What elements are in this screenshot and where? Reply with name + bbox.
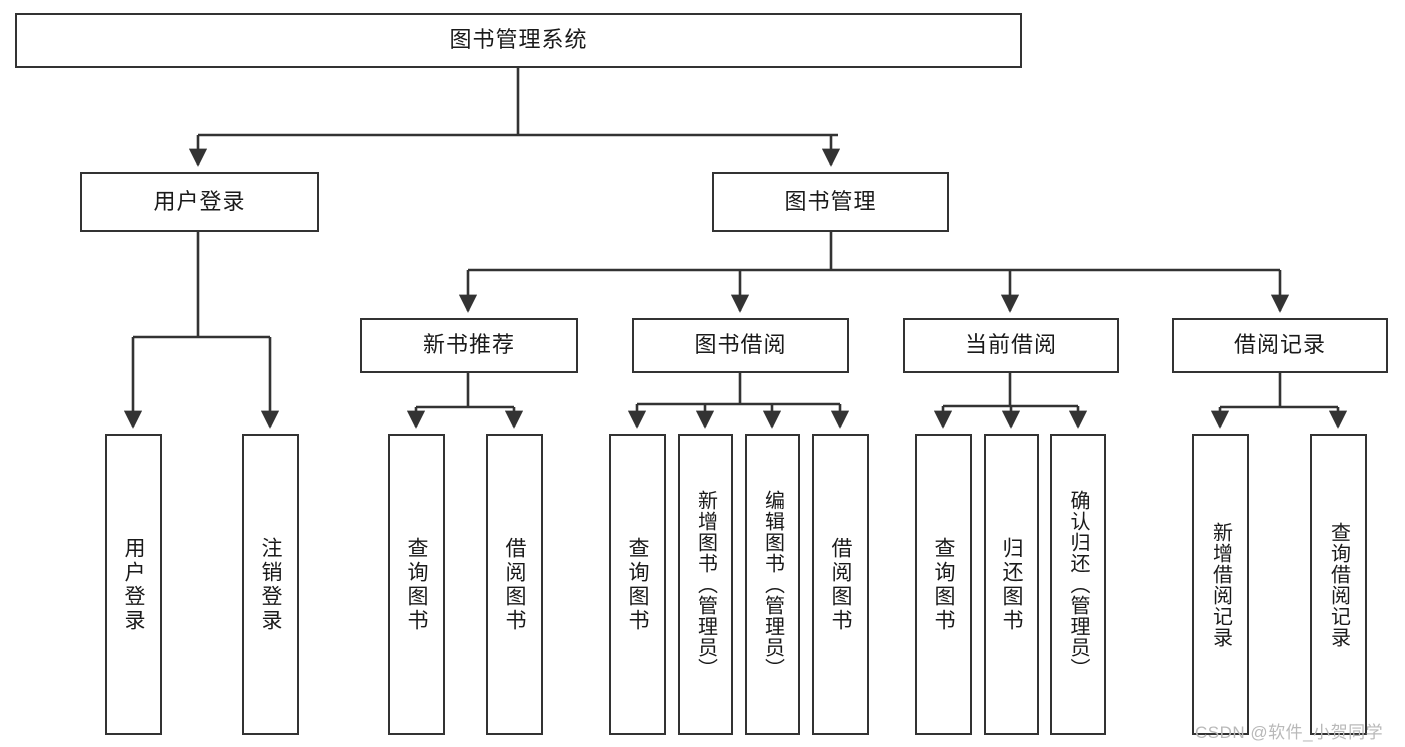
leaf-label: 查询借阅记录 bbox=[1327, 521, 1350, 648]
node-leaf-borrow-book-rec[interactable]: 借阅图书 bbox=[486, 434, 543, 735]
node-leaf-borrow-book[interactable]: 借阅图书 bbox=[812, 434, 869, 735]
leaf-label: 查询图书 bbox=[932, 536, 955, 633]
node-leaf-logout[interactable]: 注销登录 bbox=[242, 434, 299, 735]
node-book-borrow[interactable]: 图书借阅 bbox=[632, 318, 849, 373]
node-current-borrow[interactable]: 当前借阅 bbox=[903, 318, 1119, 373]
leaf-label: 查询图书 bbox=[626, 536, 649, 633]
node-leaf-query-book-rec[interactable]: 查询图书 bbox=[388, 434, 445, 735]
leaf-label: 注销登录 bbox=[259, 536, 282, 633]
node-leaf-edit-book[interactable]: 编辑图书（管理员） bbox=[745, 434, 800, 735]
node-leaf-query-book-cur[interactable]: 查询图书 bbox=[915, 434, 972, 735]
node-leaf-return-book[interactable]: 归还图书 bbox=[984, 434, 1039, 735]
node-leaf-query-book[interactable]: 查询图书 bbox=[609, 434, 666, 735]
node-leaf-query-record[interactable]: 查询借阅记录 bbox=[1310, 434, 1367, 735]
leaf-label: 编辑图书（管理员） bbox=[761, 490, 784, 679]
leaf-label: 查询图书 bbox=[405, 536, 428, 633]
leaf-label: 新增图书（管理员） bbox=[694, 490, 717, 679]
leaf-label: 用户登录 bbox=[122, 536, 145, 633]
node-leaf-user-login[interactable]: 用户登录 bbox=[105, 434, 162, 735]
leaf-label: 新增借阅记录 bbox=[1209, 521, 1232, 648]
node-user-login[interactable]: 用户登录 bbox=[80, 172, 319, 232]
watermark: CSDN @软件_小贺同学 bbox=[1195, 723, 1384, 742]
node-leaf-add-record[interactable]: 新增借阅记录 bbox=[1192, 434, 1249, 735]
node-new-book-recommend[interactable]: 新书推荐 bbox=[360, 318, 578, 373]
node-leaf-confirm-return[interactable]: 确认归还（管理员） bbox=[1050, 434, 1106, 735]
node-borrow-record[interactable]: 借阅记录 bbox=[1172, 318, 1388, 373]
node-book-manage[interactable]: 图书管理 bbox=[712, 172, 949, 232]
node-root[interactable]: 图书管理系统 bbox=[15, 13, 1022, 68]
leaf-label: 确认归还（管理员） bbox=[1067, 490, 1089, 679]
node-leaf-add-book[interactable]: 新增图书（管理员） bbox=[678, 434, 733, 735]
leaf-label: 借阅图书 bbox=[829, 536, 852, 633]
leaf-label: 借阅图书 bbox=[503, 536, 526, 633]
leaf-label: 归还图书 bbox=[1000, 536, 1023, 633]
